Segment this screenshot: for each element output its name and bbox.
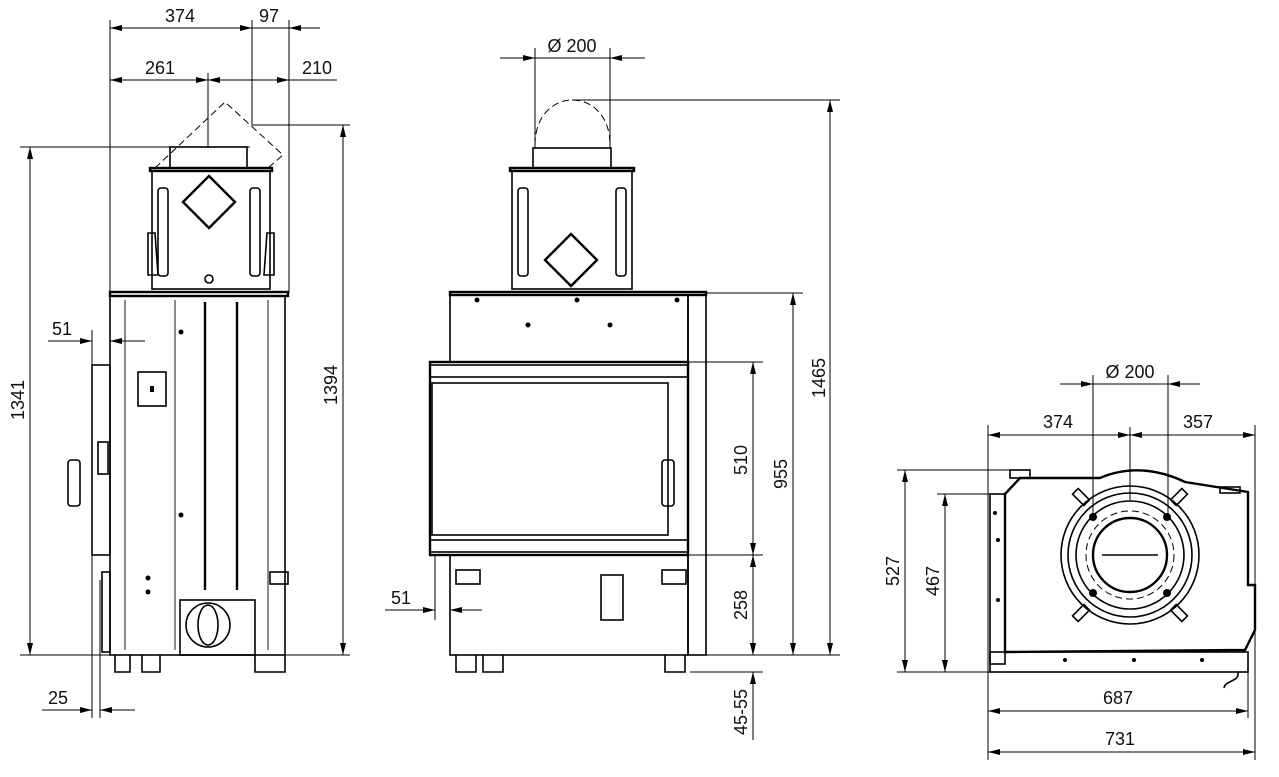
dim-1341: 1341 xyxy=(8,380,28,420)
dim-210: 210 xyxy=(302,58,332,78)
dim-1465: 1465 xyxy=(809,358,829,398)
dim-258: 258 xyxy=(731,590,751,620)
dim-diameter-top: Ø 200 xyxy=(1105,362,1154,382)
dim-97: 97 xyxy=(259,6,279,26)
dim-467: 467 xyxy=(923,566,943,596)
air-inlet-icon xyxy=(185,602,231,648)
glass-door xyxy=(431,382,669,536)
top-view: Ø 200 374 357 527 467 687 731 xyxy=(883,362,1257,760)
dim-527: 527 xyxy=(883,556,903,586)
dim-374-top: 374 xyxy=(1043,412,1073,432)
dim-25: 25 xyxy=(48,688,68,708)
door-handle-icon xyxy=(67,459,81,507)
dim-diameter-front: Ø 200 xyxy=(547,36,596,56)
diamond-vent-icon xyxy=(543,232,599,288)
door-handle-icon xyxy=(661,459,675,507)
dim-261: 261 xyxy=(145,58,175,78)
side-view: 374 97 261 210 1341 1394 51 25 xyxy=(8,6,350,718)
front-view: Ø 200 1465 955 510 258 45-55 51 xyxy=(385,36,840,740)
dim-687: 687 xyxy=(1103,688,1133,708)
dim-51-front: 51 xyxy=(391,588,411,608)
dim-510: 510 xyxy=(731,445,751,475)
dim-1394: 1394 xyxy=(321,365,341,405)
dim-357: 357 xyxy=(1183,412,1213,432)
dim-51-side: 51 xyxy=(52,319,72,339)
diamond-vent-icon xyxy=(181,174,237,230)
dim-45-55: 45-55 xyxy=(731,689,751,735)
dim-955: 955 xyxy=(771,459,791,489)
dim-731: 731 xyxy=(1105,729,1135,749)
dim-374: 374 xyxy=(165,6,195,26)
flue-opening xyxy=(1091,516,1169,594)
